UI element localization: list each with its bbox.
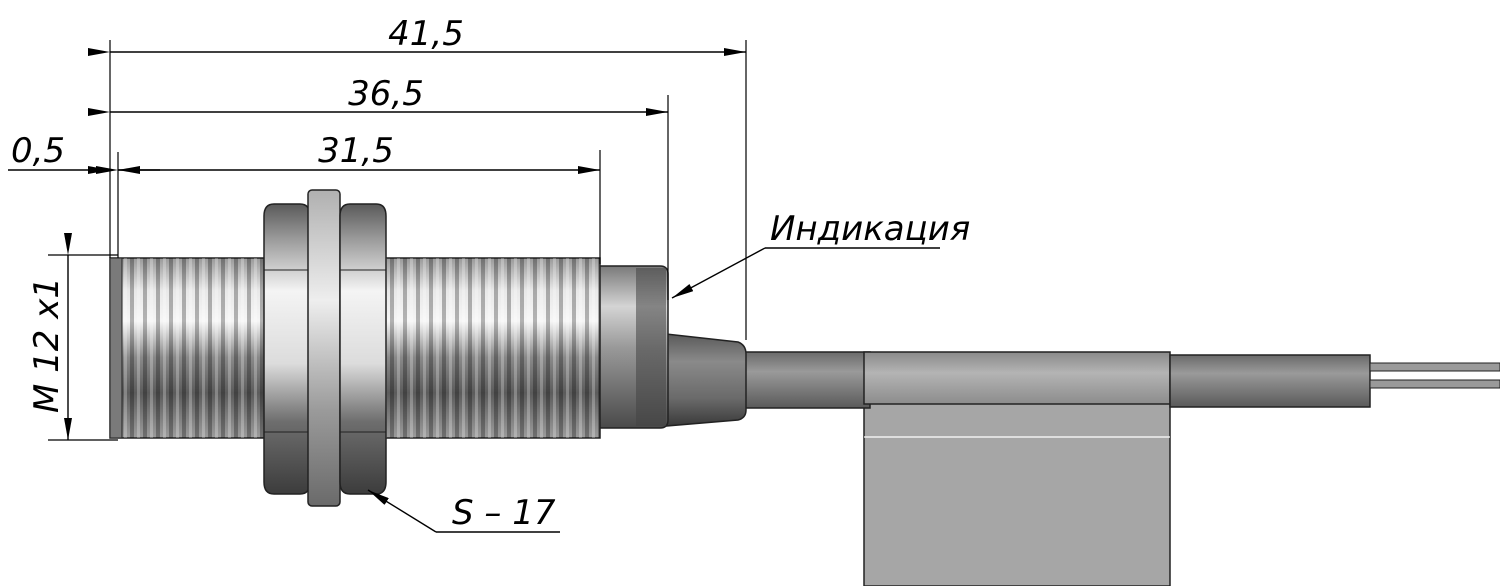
dimension-thread-spec-label: M 12 x1 — [27, 277, 67, 413]
callout-indicator: Индикация — [671, 209, 970, 299]
cable-gland — [665, 333, 747, 427]
dimension-offset-label: 0,5 — [11, 131, 65, 171]
cable — [739, 351, 1371, 409]
dimension-total-length-label: 41,5 — [388, 14, 464, 54]
washer — [307, 189, 341, 507]
dimension-body-length: 36,5 — [88, 74, 668, 116]
callout-indicator-label: Индикация — [770, 209, 970, 249]
label-sheet — [863, 399, 1171, 586]
indicator-collar — [597, 265, 669, 429]
dimension-total-length: 41,5 — [88, 14, 746, 56]
nut-left — [263, 203, 311, 495]
callout-wrench-size-label: S – 17 — [452, 493, 556, 533]
dimension-thread-spec: M 12 x1 — [27, 233, 72, 440]
callout-wrench-size: S – 17 — [367, 489, 560, 533]
dimension-thread-length-label: 31,5 — [318, 131, 394, 171]
dimension-thread-length: 31,5 — [96, 131, 600, 174]
dimension-body-length-label: 36,5 — [348, 74, 424, 114]
nut-right — [339, 203, 387, 495]
dimension-offset: 0,5 — [8, 131, 160, 174]
wire-ends — [1369, 362, 1500, 389]
